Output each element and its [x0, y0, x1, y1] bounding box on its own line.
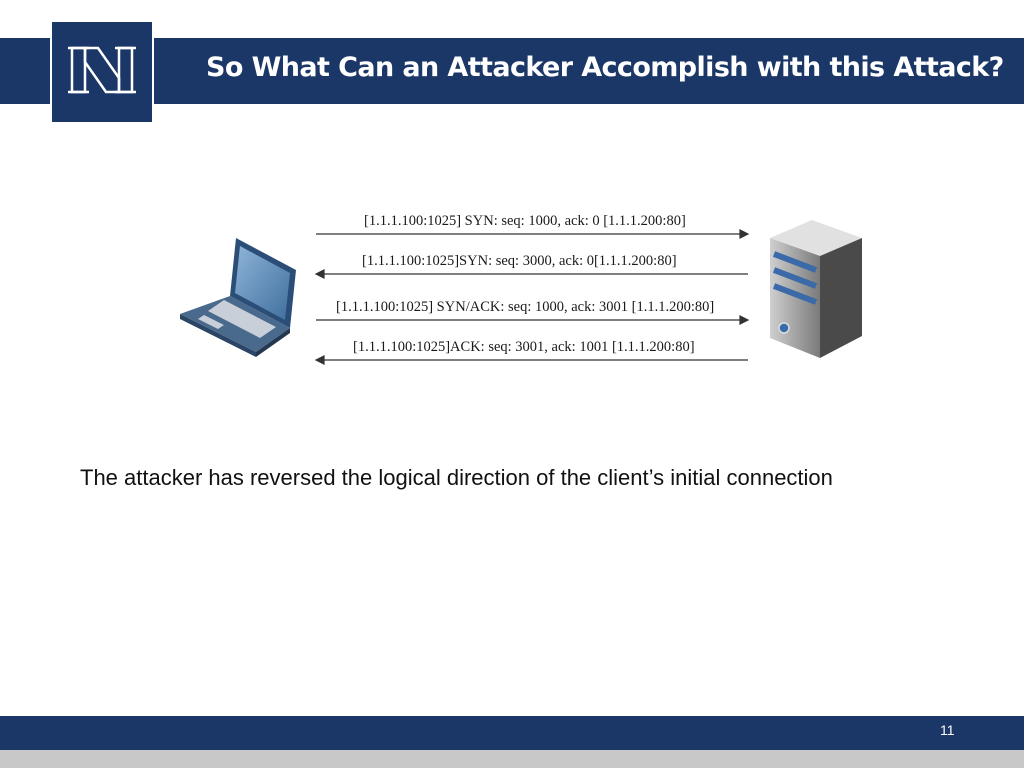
laptop-icon [180, 238, 296, 357]
arrow-3-head [739, 315, 750, 325]
message-arrows [314, 229, 750, 365]
page-number: 11 [940, 722, 955, 738]
n-logo-icon [68, 46, 136, 94]
server-tower-icon [770, 220, 862, 358]
message-label: [1.1.1.100:1025]SYN: seq: 3000, ack: 0[1… [362, 253, 677, 269]
message-label: [1.1.1.100:1025] SYN: seq: 1000, ack: 0 … [364, 213, 686, 229]
arrow-2-head [314, 269, 325, 279]
body-text: The attacker has reversed the logical di… [80, 465, 833, 490]
university-logo [50, 20, 154, 124]
arrow-4-head [314, 355, 325, 365]
message-label: [1.1.1.100:1025]ACK: seq: 3001, ack: 100… [353, 339, 695, 355]
arrow-1-head [739, 229, 750, 239]
tcp-handshake-diagram: [1.1.1.100:1025] SYN: seq: 1000, ack: 0 … [170, 200, 870, 370]
message-label: [1.1.1.100:1025] SYN/ACK: seq: 1000, ack… [336, 299, 715, 315]
footer-bar [0, 716, 1024, 750]
footer-stripe [0, 750, 1024, 768]
slide-title: So What Can an Attacker Accomplish with … [206, 52, 1004, 83]
header-bar [0, 38, 1024, 104]
